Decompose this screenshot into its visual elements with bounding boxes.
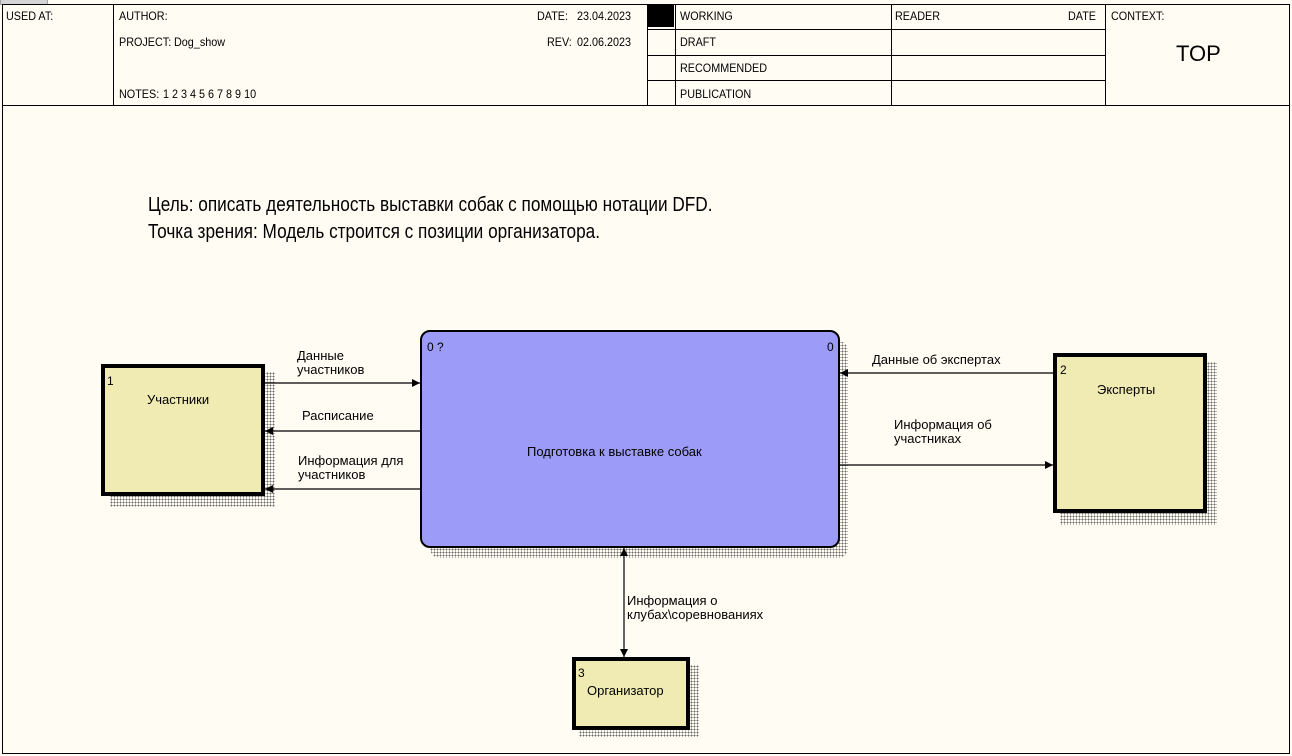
rev-label: REV: [547, 35, 572, 49]
entity-number: 2 [1060, 363, 1067, 377]
notes-value: 1 2 3 4 5 6 7 8 9 10 [163, 87, 257, 101]
process-corner-left: 0 ? [427, 340, 444, 354]
project-label: PROJECT: [119, 35, 172, 49]
process-dog-show-prep[interactable]: 0 ? 0 Подготовка к выставке собак [420, 330, 840, 548]
project-value: Dog_show [174, 35, 226, 49]
process-label: Подготовка к выставке собак [527, 444, 702, 459]
status-draft: DRAFT [680, 35, 716, 49]
entity-participants[interactable]: 1 Участники [101, 364, 265, 496]
process-corner-right: 0 [827, 340, 834, 354]
diagram-frame [2, 4, 1290, 754]
flow-label-schedule: Расписание [302, 408, 374, 423]
flow-label-participant-data: Данные участников [297, 348, 365, 377]
reader-date-label: DATE [1068, 9, 1097, 23]
entity-label: Эксперты [1097, 382, 1156, 397]
context-value: TOP [1176, 41, 1221, 66]
header-divider [891, 4, 892, 105]
header-divider [675, 4, 676, 105]
flow-label-expert-data: Данные об экспертах [872, 352, 1001, 367]
date-value: 23.04.2023 [577, 9, 632, 23]
entity-label: Участники [147, 392, 210, 407]
viewpoint-text: Точка зрения: Модель строится с позиции … [148, 221, 601, 243]
status-marker [648, 5, 674, 27]
reader-label: READER [895, 9, 941, 23]
header-row-line [648, 55, 1106, 56]
flow-label-info-about-participants: Информация об участниках [894, 417, 992, 446]
header-divider [113, 4, 114, 105]
status-working: WORKING [680, 9, 733, 23]
header-row-line [648, 29, 1106, 30]
entity-label: Организатор [587, 683, 664, 698]
goal-text: Цель: описать деятельность выставки соба… [148, 194, 713, 216]
header-divider [1105, 4, 1106, 105]
used-at-label: USED AT: [6, 9, 54, 23]
entity-number: 3 [578, 666, 585, 680]
entity-organizer[interactable]: 3 Организатор [572, 657, 690, 730]
entity-experts[interactable]: 2 Эксперты [1053, 353, 1207, 513]
rev-value: 02.06.2023 [577, 35, 632, 49]
flow-label-club-info: Информация о клубах\соревнованиях [627, 593, 764, 622]
author-label: AUTHOR: [119, 9, 168, 23]
context-label: CONTEXT: [1111, 9, 1165, 23]
entity-number: 1 [107, 374, 114, 388]
status-publication: PUBLICATION [680, 87, 752, 101]
header-bottom-border [2, 105, 1290, 106]
flow-label-participant-info: Информация для участников [298, 453, 404, 482]
header-divider [647, 4, 648, 105]
status-recommended: RECOMMENDED [680, 61, 768, 75]
date-label: DATE: [537, 9, 569, 23]
header-row-line [648, 80, 1106, 81]
notes-label: NOTES: [119, 87, 160, 101]
